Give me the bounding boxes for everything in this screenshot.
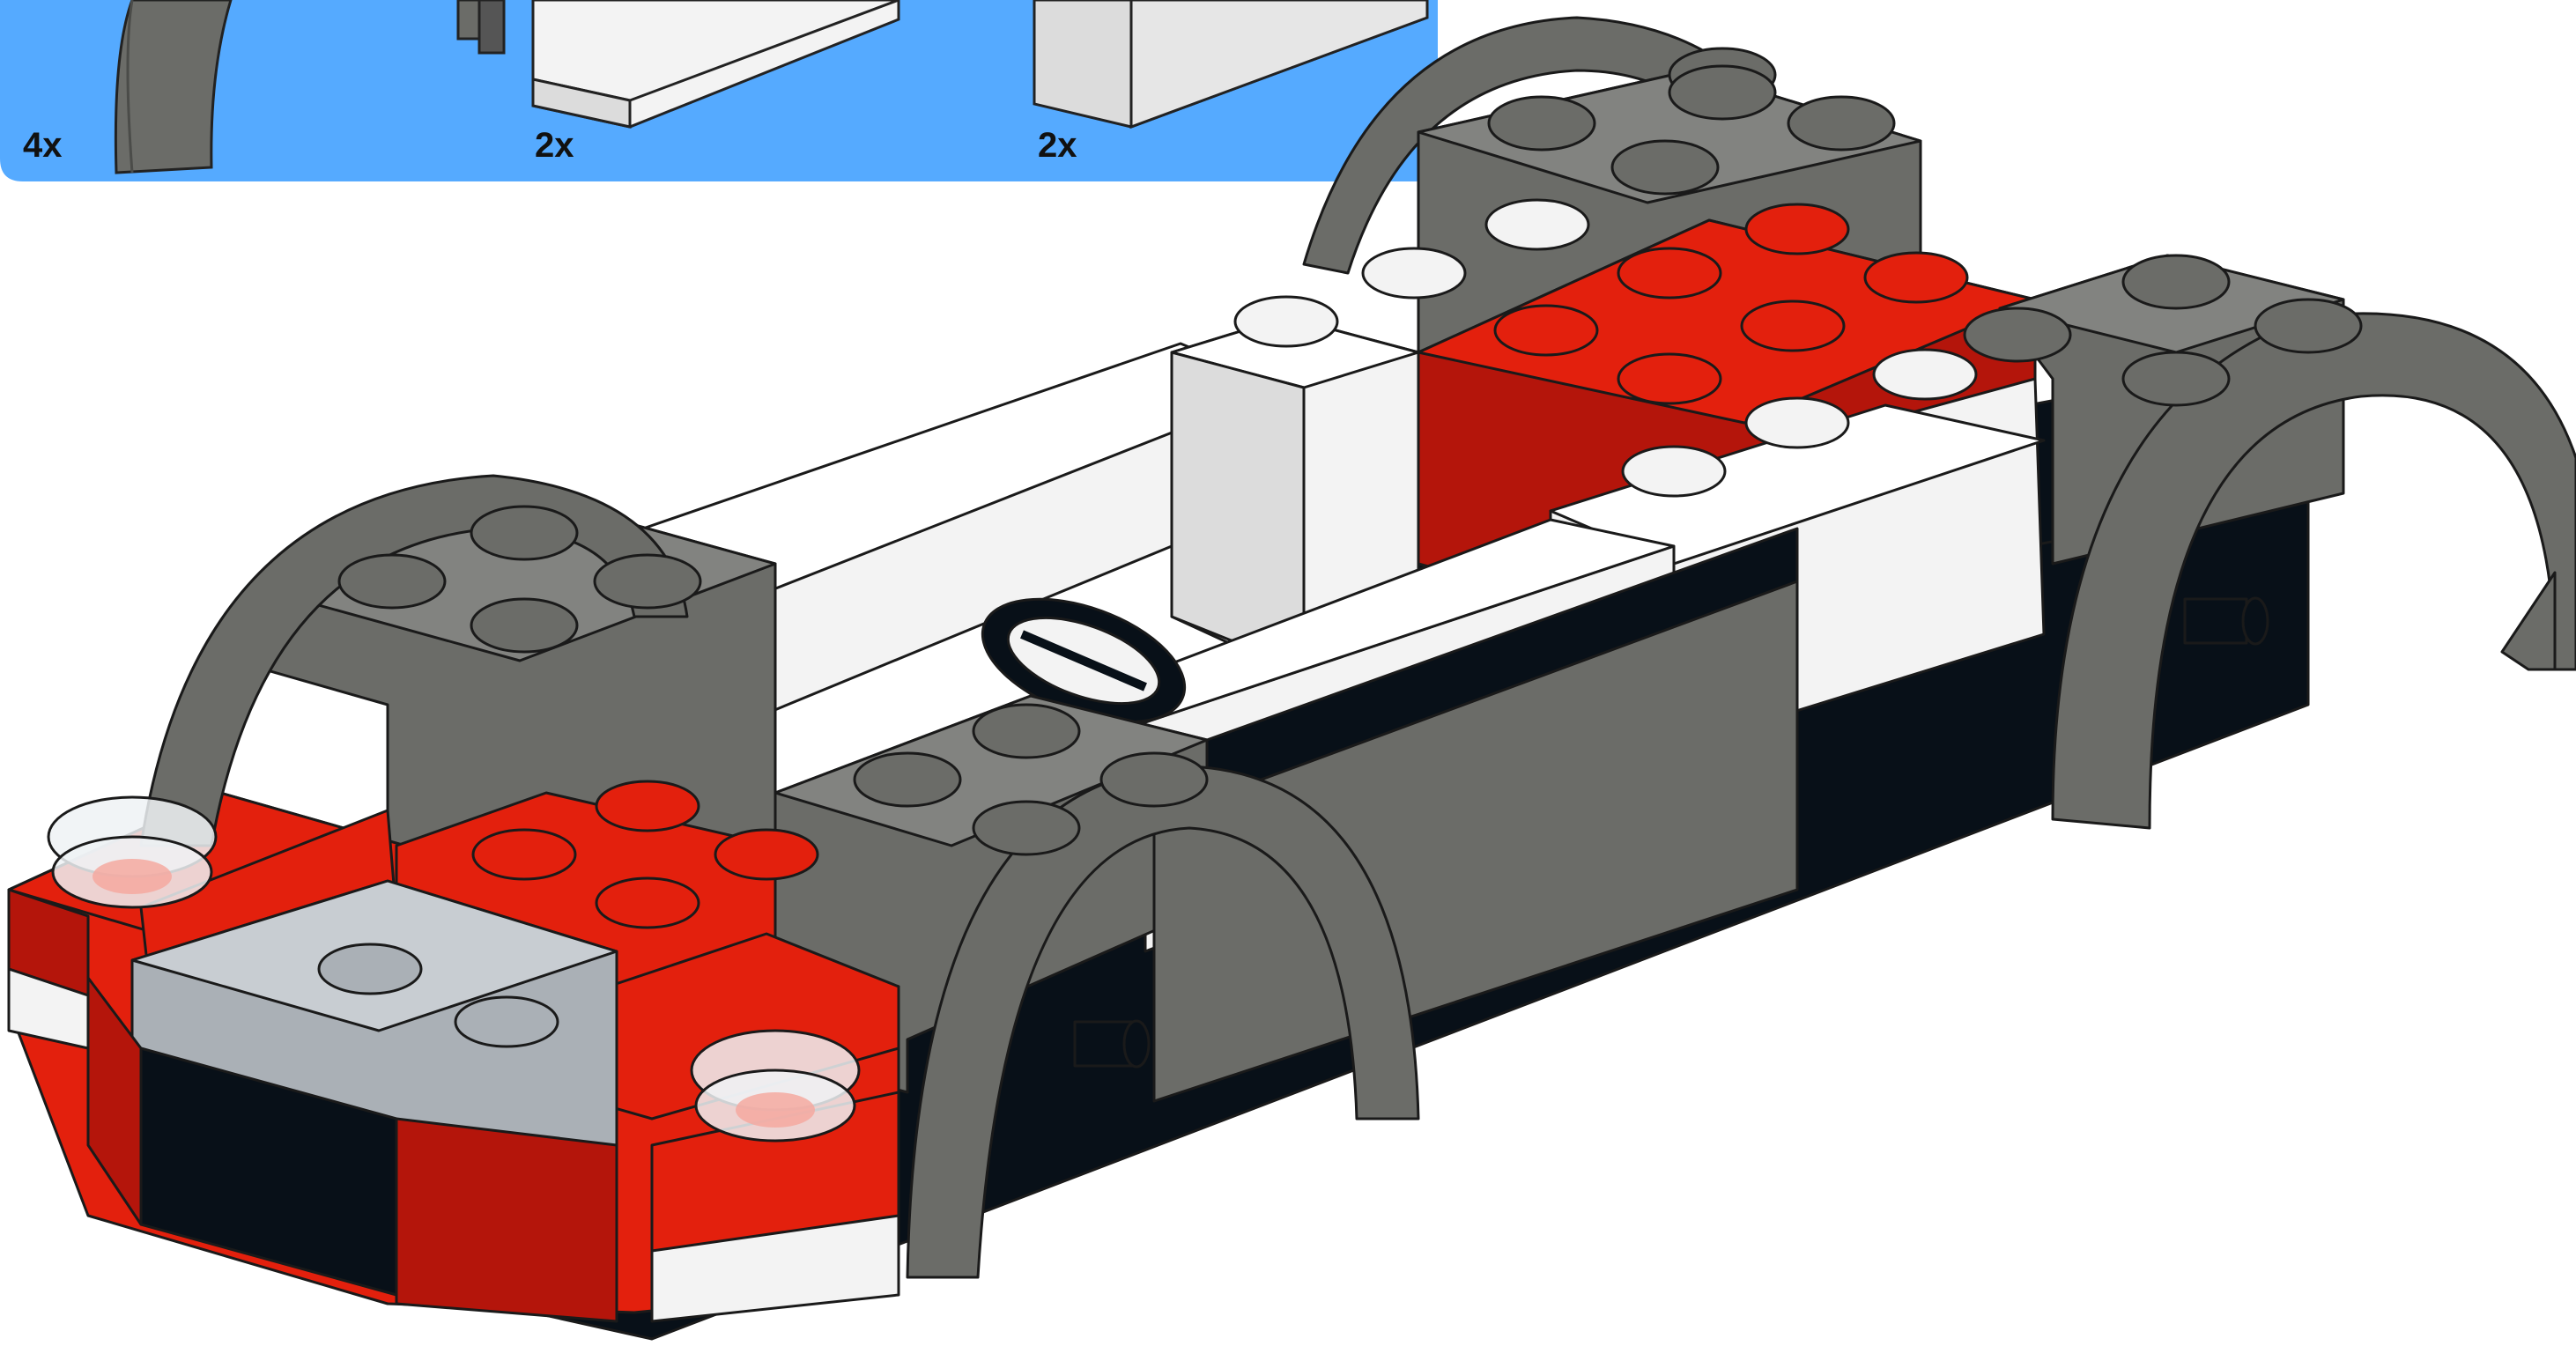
headlights-trans-clear [47,795,861,1143]
axle-pins [1073,596,2269,1069]
rear-right-mudguard [2051,312,2576,830]
part-connector-icon [456,0,506,55]
quantity-label: 2x [1038,126,1077,165]
studs-light-gray [317,943,559,1048]
front-left-mudguard [139,474,689,847]
white-plate-front-left [7,967,90,1050]
studs-white [1233,198,1978,498]
red-bumper-left [86,976,143,1226]
car-chassis-model [7,16,2576,1341]
white-seat-block-rear [1170,315,1420,671]
part-light-gray-brick-icon [1033,0,1429,129]
part-mudguard-icon [114,0,233,174]
studs-dark-gray [337,47,2363,856]
quantity-label: 4x [23,126,63,165]
steering-wheel [981,597,1187,724]
red-bumper-front [395,1117,618,1323]
dark-gray-floor-block [1152,580,1799,1103]
part-white-plate-icon [531,0,900,129]
quantity-label: 2x [535,126,574,165]
studs-red [471,203,1969,929]
parts-callout: 4x 2x 2x [0,0,1438,181]
